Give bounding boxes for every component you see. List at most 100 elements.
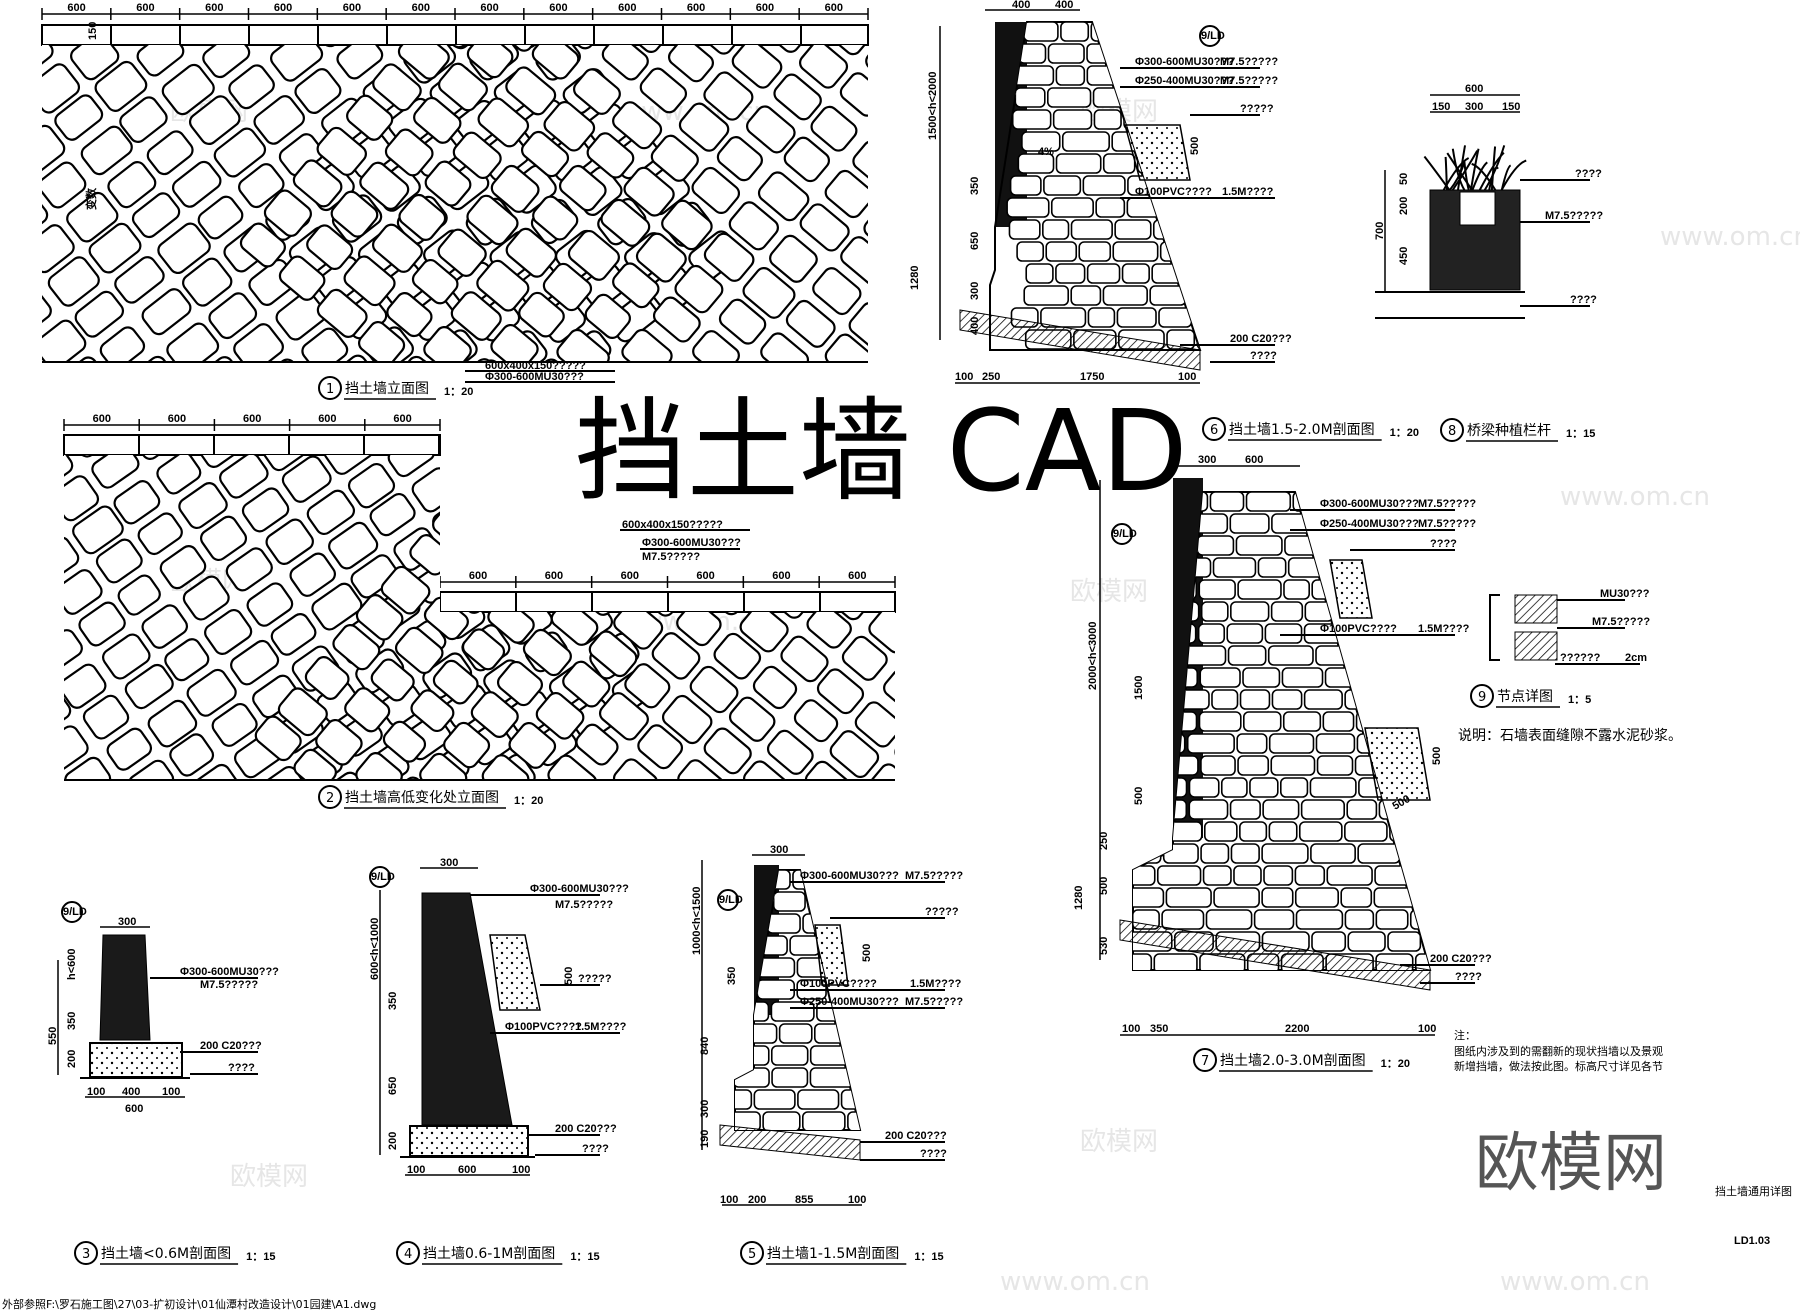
- stone: [0, 255, 33, 306]
- stone: [718, 298, 767, 345]
- stone: [82, 694, 130, 740]
- stone: [1193, 307, 1200, 328]
- stone: [398, 193, 447, 241]
- stone: [1025, 263, 1054, 284]
- stone: [228, 64, 275, 110]
- stone: [735, 1045, 770, 1066]
- stone: [635, 232, 687, 283]
- stone: [778, 1023, 813, 1044]
- stone: [202, 45, 251, 79]
- stone: [753, 1089, 796, 1110]
- stone: [470, 691, 519, 738]
- stone: [1261, 843, 1309, 864]
- elevation-annotations: 600x400x150????? Φ300-600MU30??? 600x400…: [465, 360, 750, 563]
- stone: [1197, 623, 1226, 644]
- title-scale: 1：20: [1390, 427, 1419, 439]
- dim-label: 600: [549, 2, 567, 14]
- stone: [1187, 285, 1200, 306]
- stone: [365, 811, 418, 862]
- stone: [117, 574, 161, 616]
- dim-label: 840: [699, 1037, 711, 1055]
- dim-label: 400: [122, 1086, 140, 1098]
- stone: [386, 292, 433, 338]
- stone: [1300, 799, 1346, 820]
- stone: [562, 660, 611, 708]
- stone: [1365, 535, 1405, 556]
- stone: [461, 628, 506, 671]
- stone: [1205, 909, 1253, 930]
- stone: [1267, 645, 1314, 666]
- annot: 1.5M????: [1222, 186, 1274, 198]
- stone: [661, 694, 713, 745]
- dim-label: 500: [563, 967, 575, 985]
- stone: [1133, 645, 1141, 666]
- stone: [186, 668, 237, 717]
- stone: [0, 96, 36, 146]
- title-number-circle: [1202, 417, 1226, 441]
- stone: [82, 0, 136, 14]
- stone: [188, 95, 241, 146]
- annot: ????: [1250, 350, 1277, 362]
- title-text: 挡土墙<0.6M剖面图: [101, 1246, 231, 1262]
- plant-leaf: [1449, 162, 1466, 191]
- stone: [1055, 263, 1086, 284]
- stone: [1233, 865, 1262, 886]
- annot: M7.5?????: [555, 899, 613, 911]
- stone: [195, 455, 247, 468]
- stone: [585, 786, 637, 836]
- annot-pipe: Φ300-600MU30???: [485, 371, 584, 383]
- stone: [1268, 733, 1315, 754]
- watermark-text: 欧模网: [1080, 1127, 1158, 1157]
- stone: [481, 754, 530, 780]
- dim-label: 600: [168, 413, 186, 425]
- stone: [504, 389, 559, 443]
- slope-label: 4%: [1038, 146, 1054, 158]
- stone: [236, 826, 291, 878]
- stone: [1133, 755, 1156, 776]
- annot: 1.5M????: [910, 978, 962, 990]
- stone: [1161, 909, 1205, 930]
- dim-label: 100: [87, 1086, 105, 1098]
- stone: [1347, 931, 1386, 952]
- stone: [518, 291, 565, 338]
- dim-label: 100: [162, 1086, 180, 1098]
- stone: [1023, 22, 1059, 42]
- stone: [752, 665, 798, 710]
- stone: [1070, 219, 1113, 240]
- notes-line-1: 图纸内涉及到的需翻新的现状挡墙以及景观: [1454, 1044, 1663, 1058]
- stone: [804, 760, 853, 780]
- stone: [0, 159, 23, 208]
- detail-ref: 9/LD: [1113, 528, 1137, 540]
- stone: [1315, 733, 1356, 754]
- stone: [177, 918, 230, 967]
- stone: [172, 823, 225, 873]
- stone: [829, 730, 880, 779]
- stone: [852, 140, 868, 187]
- stone: [1017, 153, 1055, 174]
- dim-label: 600: [318, 413, 336, 425]
- detail-ref: 9/LD: [719, 894, 743, 906]
- stone: [547, 908, 597, 956]
- annot: ????: [582, 1143, 609, 1155]
- stone: [208, 292, 258, 340]
- stone: [1200, 843, 1230, 864]
- stone: [278, 255, 326, 301]
- dim-label: 250: [982, 371, 1000, 383]
- dim-label: 1500<h<2000: [927, 71, 939, 140]
- stone: [156, 455, 202, 495]
- dim-label: 600: [205, 2, 223, 14]
- stone: [283, 895, 333, 944]
- section-7: 300 600 2000<h<3000 1280 1500 500 250 50…: [1073, 454, 1492, 1036]
- stone: [766, 913, 801, 934]
- dim-label: 500: [1098, 877, 1110, 895]
- stone: [735, 935, 759, 956]
- stone: [880, 825, 932, 875]
- stone: [102, 633, 151, 680]
- dim-label: 300: [118, 916, 136, 928]
- dim-label: 350: [66, 1012, 78, 1030]
- stone: [141, 288, 192, 336]
- stone: [522, 472, 572, 521]
- stone: [1183, 219, 1200, 240]
